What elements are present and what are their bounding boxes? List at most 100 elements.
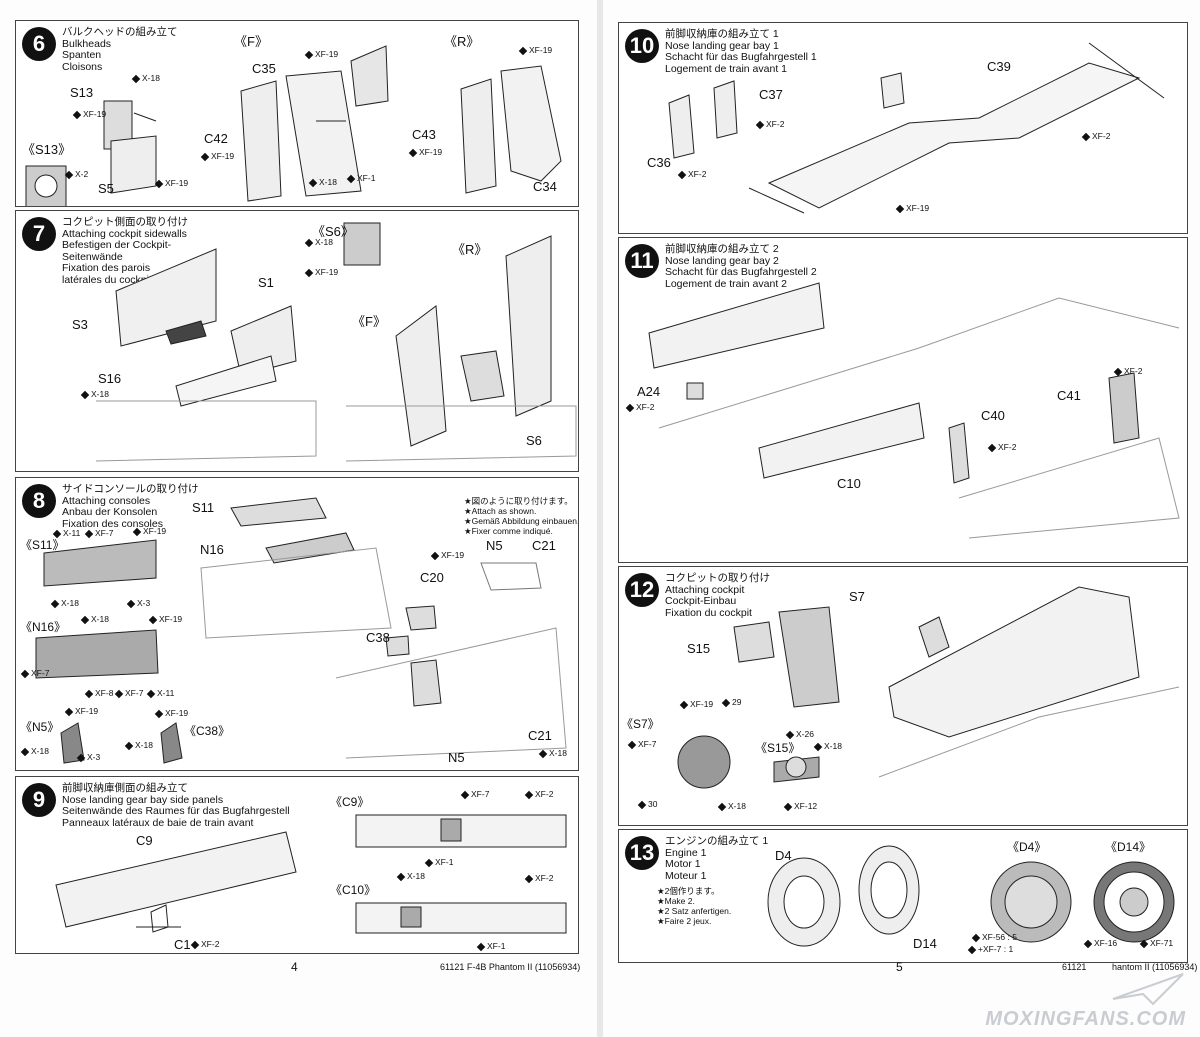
part-label-d4: D4: [775, 848, 792, 863]
part-label-s15: S15: [687, 641, 711, 656]
title-de: Seitenwände des Raumes für das Bugfahrge…: [62, 805, 290, 817]
part-label-n16: N16: [200, 542, 224, 557]
paint-callout: X-18: [82, 614, 109, 624]
engine-drawing: [767, 845, 1175, 947]
step-10-panel: 10 前脚収納庫の組み立て 1 Nose landing gear bay 1 …: [618, 22, 1188, 234]
title-fr: Logement de train avant 2: [665, 277, 788, 290]
title-fr: Moteur 1: [665, 869, 707, 882]
console-drawing: [35, 497, 567, 764]
paint-callout: XF-2: [989, 442, 1016, 452]
paint-callout: X-11: [54, 528, 80, 538]
paint-callout: XF-7: [86, 528, 113, 538]
cockpit-install-drawing: [677, 586, 1180, 789]
step-titles: サイドコンソールの取り付け Attaching consoles Anbau d…: [62, 483, 199, 530]
paint-callout: X-18: [540, 748, 567, 758]
title-fr: Fixation du cockpit: [665, 606, 752, 619]
paint-callout: +XF-7 : 1: [969, 944, 1013, 954]
paint-callout: XF-1: [426, 857, 453, 867]
part-label-c9: C9: [136, 833, 153, 848]
paint-callout: XF-19: [150, 614, 182, 624]
part-label-c34: C34: [533, 179, 557, 194]
part-label-s13: S13: [70, 85, 94, 100]
paint-callout: XF-19: [520, 45, 552, 55]
view-label-n5: 《N5》: [20, 720, 60, 734]
paint-callout: X-26: [787, 729, 814, 739]
step-7-panel: 7 コクピット側面の取り付け Attaching cockpit sidewal…: [15, 210, 579, 472]
part-label-c10: C10: [837, 476, 861, 491]
step-6-panel: 6 バルクヘッドの組み立て Bulkheads Spanten Cloisons…: [15, 20, 579, 207]
part-label-c38: C38: [366, 630, 390, 645]
title-fr: Fixation des parois: [62, 262, 151, 274]
note-jp: ★図のように取り付けます。: [464, 496, 573, 506]
part-label-c43: C43: [412, 127, 436, 142]
part-label-s3: S3: [72, 317, 88, 332]
title-en: Engine 1: [665, 846, 707, 859]
step-titles: 前脚収納庫の組み立て 1 Nose landing gear bay 1 Sch…: [665, 28, 817, 75]
title-de: Motor 1: [665, 858, 701, 870]
paint-callout: XF-2: [627, 402, 654, 412]
title-de: Spanten: [62, 49, 102, 61]
view-label-s13: 《S13》: [22, 142, 72, 157]
title-de: Cockpit-Einbau: [665, 595, 737, 607]
step-number: 8: [22, 484, 56, 518]
view-label-f: 《F》: [234, 34, 268, 49]
view-label-s11: 《S11》: [20, 538, 65, 552]
title-jp: コクピット側面の取り付け: [62, 216, 188, 228]
paint-callout: X-18: [815, 741, 842, 751]
step-titles: コクピットの取り付け Attaching cockpit Cockpit-Ein…: [665, 572, 770, 619]
paint-callout: XF-7: [116, 688, 143, 698]
title-jp: 前脚収納庫側面の組み立て: [62, 782, 188, 794]
paint-callout: X-18: [52, 598, 79, 608]
title-en: Attaching consoles: [62, 494, 151, 507]
part-label-s6: S6: [526, 433, 542, 448]
title-de: Schacht für das Bugfahrgestell 1: [665, 51, 817, 63]
step-titles: 前脚収納庫側面の組み立て Nose landing gear bay side …: [62, 782, 290, 829]
paint-callout: XF-19: [410, 147, 442, 157]
note-de: ★Gemäß Abbildung einbauen.: [464, 516, 579, 526]
part-label-c37: C37: [759, 87, 783, 102]
title-en: Attaching cockpit: [665, 583, 745, 596]
footer-left: 61121 F-4B Phantom II (11056934): [440, 962, 581, 972]
gear-bay-1-drawing: [668, 42, 1165, 214]
paint-callout: X-18: [398, 871, 425, 881]
title-jp: サイドコンソールの取り付け: [62, 483, 199, 495]
page-number-left: 4: [291, 960, 298, 974]
paint-callout: X-11: [148, 688, 174, 698]
part-label-s7: S7: [849, 589, 865, 604]
title-jp: コクピットの取り付け: [665, 572, 770, 584]
title-de: Schacht für das Bugfahrgestell 2: [665, 266, 817, 278]
paint-callout: XF-19: [306, 49, 338, 59]
paint-callout: XF-8: [86, 688, 113, 698]
title-en: Nose landing gear bay 2: [665, 254, 779, 267]
part-label-c35: C35: [252, 61, 276, 76]
part-label-c20: C20: [420, 570, 444, 585]
view-label-r: 《R》: [452, 242, 488, 257]
sidewall-drawing: [95, 222, 577, 462]
part-label-d14: D14: [913, 936, 937, 951]
step-number: 9: [22, 783, 56, 817]
paint-callout: XF-2: [757, 119, 784, 129]
step-titles: コクピット側面の取り付け Attaching cockpit sidewalls…: [62, 216, 188, 286]
title-de: Befestigen der Cockpit-: [62, 239, 172, 251]
view-label-c9: 《C9》: [330, 795, 370, 809]
step-number: 7: [22, 217, 56, 251]
paint-callout: XF-19: [202, 151, 234, 161]
paint-callout: XF-2: [679, 169, 706, 179]
step-11-panel: 11 前脚収納庫の組み立て 2 Nose landing gear bay 2 …: [618, 237, 1188, 563]
paint-callout: XF-2: [526, 873, 553, 883]
note-fr: ★Faire 2 jeux.: [657, 916, 712, 926]
view-label-r: 《R》: [444, 34, 480, 49]
title-fr: Fixation des consoles: [62, 517, 163, 530]
title-de-2: Seitenwände: [62, 250, 123, 263]
paint-callout: XF-1: [478, 941, 505, 951]
step-number: 13: [625, 836, 659, 870]
paint-callout: XF-7: [22, 668, 49, 678]
step-12-panel: 12 コクピットの取り付け Attaching cockpit Cockpit-…: [618, 566, 1188, 826]
view-label-d14: 《D14》: [1105, 840, 1152, 854]
gear-bay-panel-drawing: [55, 814, 567, 934]
watermark-plane-icon: [1112, 973, 1184, 1006]
step-number: 10: [625, 29, 659, 63]
title-en: Bulkheads: [62, 37, 112, 50]
note-jp: ★2個作ります。: [657, 886, 720, 896]
view-label-d4: 《D4》: [1007, 840, 1047, 854]
